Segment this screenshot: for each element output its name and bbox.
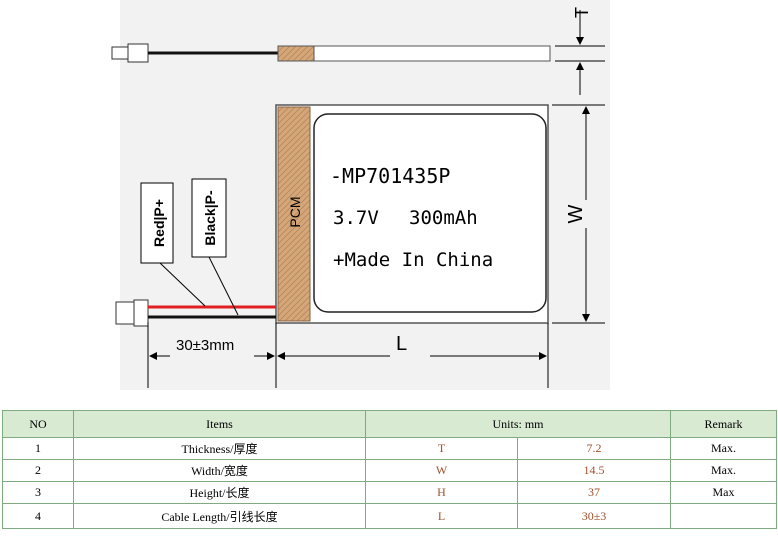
row-item: Height/长度 — [73, 481, 366, 504]
row-value: 7.2 — [516, 437, 672, 460]
header-units: Units: mm — [364, 410, 672, 438]
battery-drawing: T PCM -MP701435P 3.7V 300mAh +Made In Ch… — [111, 0, 610, 390]
side-pcm — [277, 45, 315, 62]
row-symbol: L — [365, 503, 518, 529]
red-wire-label: Red|P+ — [151, 199, 167, 247]
row-no: 3 — [2, 481, 74, 504]
black-leader-line — [208, 256, 239, 316]
origin-text: +Made In China — [333, 249, 493, 271]
front-connector — [115, 301, 135, 325]
row-no: 1 — [2, 437, 74, 460]
row-no: 4 — [2, 503, 74, 529]
cable-length-text: 30±3mm — [176, 337, 234, 354]
row-item: Width/宽度 — [73, 459, 366, 482]
black-label-box — [191, 178, 227, 258]
pcm-block — [277, 106, 311, 322]
row-remark: Max — [670, 481, 778, 504]
row-no: 2 — [2, 459, 74, 482]
length-dimensions: 30±3mm L — [147, 322, 549, 388]
label-panel — [313, 113, 547, 313]
model-text: -MP701435P — [330, 164, 450, 188]
table-row: 2 Width/宽度 W 14.5 Max. — [2, 459, 778, 482]
row-item: Thickness/厚度 — [73, 437, 366, 460]
front-view: PCM -MP701435P 3.7V 300mAh +Made In Chin… — [275, 104, 605, 324]
red-label-box — [140, 182, 174, 264]
length-symbol: L — [396, 333, 407, 355]
row-symbol: T — [365, 437, 518, 460]
capacity-text: 300mAh — [409, 207, 478, 229]
red-leader-line — [159, 262, 206, 307]
side-connector-body — [127, 43, 149, 63]
voltage-text: 3.7V — [333, 207, 379, 229]
side-cell — [313, 45, 551, 62]
side-connector — [111, 46, 129, 60]
table-row: 3 Height/长度 H 37 Max — [2, 481, 778, 504]
black-wire-label: Black|P- — [202, 190, 218, 246]
row-remark — [670, 503, 778, 529]
table-row: 1 Thickness/厚度 T 7.2 Max. — [2, 437, 778, 460]
spec-table: NO Items Units: mm Remark 1 Thickness/厚度… — [2, 410, 778, 529]
wire-group: Red|P+ Black|P- — [115, 178, 276, 327]
header-no: NO — [2, 410, 74, 438]
row-symbol: W — [365, 459, 518, 482]
spec-table-container: NO Items Units: mm Remark 1 Thickness/厚度… — [0, 410, 778, 541]
header-remark: Remark — [670, 410, 778, 438]
row-item: Cable Length/引线长度 — [73, 503, 366, 529]
row-value: 14.5 — [516, 459, 672, 482]
width-symbol: W — [565, 204, 587, 223]
side-view: T — [111, 7, 605, 95]
pcm-label: PCM — [287, 196, 303, 227]
battery-drawing-svg: T PCM -MP701435P 3.7V 300mAh +Made In Ch… — [111, 0, 610, 390]
front-connector-body — [133, 299, 149, 327]
row-value: 37 — [516, 481, 672, 504]
row-symbol: H — [365, 481, 518, 504]
row-value: 30±3 — [516, 503, 672, 529]
thickness-symbol: T — [572, 7, 592, 18]
row-remark: Max. — [670, 459, 778, 482]
table-row: 4 Cable Length/引线长度 L 30±3 — [2, 503, 778, 529]
row-remark: Max. — [670, 437, 778, 460]
spec-table-header: NO Items Units: mm Remark — [2, 410, 778, 438]
header-items: Items — [73, 410, 366, 438]
